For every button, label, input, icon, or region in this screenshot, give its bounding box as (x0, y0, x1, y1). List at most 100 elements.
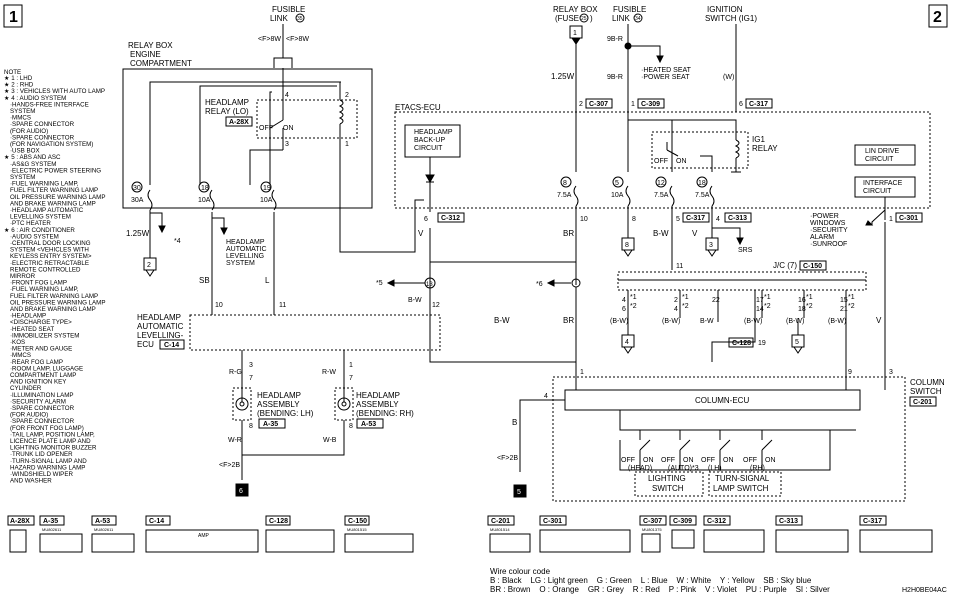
relay-lo-pin4: 4 (285, 92, 289, 99)
note-line: ·ROOM LAMP, LUGGAGE (10, 365, 83, 372)
pin-5-c317: 5 (676, 216, 680, 223)
note-line: OIL PRESSURE WARNING LAMP (10, 194, 105, 201)
lin-2: CIRCUIT (865, 156, 894, 163)
relay-box-fuse-1: RELAY BOX (553, 5, 598, 14)
lh-connector: A-35 (263, 421, 278, 428)
tag-c201: MU801514 (490, 527, 510, 532)
arrow-hal-system (220, 227, 228, 236)
relay-box-label-2: ENGINE (130, 50, 161, 59)
page-number-box-right (928, 4, 948, 28)
conn-c307: C-307 (589, 101, 608, 108)
jc-pin-s2: *2 (630, 303, 637, 310)
note-line: <DISCHARGE TYPE> (10, 319, 72, 326)
switch-contact (639, 439, 651, 451)
jc-pin-a: 4 (622, 297, 626, 304)
column-switch-outline (552, 376, 906, 502)
jc-pin-w: (B-W) (744, 318, 762, 325)
rh-assy-outline (334, 387, 354, 421)
fusible-link-number: 35 (297, 16, 303, 22)
ground-box-6-num: 6 (239, 488, 243, 495)
lh-wire-2: W-R (228, 437, 242, 444)
jc-pin-19: 19 (758, 340, 766, 347)
note-line: AND IGNITION KEY (10, 379, 66, 386)
note-line: ·PTC HEATER (10, 220, 51, 227)
ignition-2: SWITCH (IG1) (705, 14, 757, 23)
lh-pin-3: 3 (249, 362, 253, 369)
fusible-link2-2: LINK (612, 14, 630, 23)
lh-label-3: (BENDING: LH) (257, 409, 314, 418)
hal-note-4: SYSTEM (226, 260, 255, 267)
conn-a28x: A-28X (10, 518, 30, 525)
fuse-19-num: 19 (263, 185, 271, 192)
note-line: ·HANDS-FREE INTERFACE (10, 101, 89, 108)
relay-lo-coil (338, 99, 344, 125)
fuse-30-circle (131, 181, 143, 193)
lh-label-1: HEADLAMP (257, 391, 301, 400)
jc-pin-s2: *2 (848, 303, 855, 310)
relay-lo-connector: A-28X (229, 119, 249, 126)
ignition-1: IGNITION (707, 5, 743, 14)
wire-br2: BR (563, 316, 574, 325)
note-line: ·SPARE CONNECTOR (10, 121, 75, 128)
note-line: (FOR NAVIGATION SYSTEM) (10, 141, 93, 148)
wire-9br-b: 9B-R (607, 74, 623, 81)
fl-wire-1: <F>8W (258, 36, 281, 43)
wire-v-3: V (876, 316, 882, 325)
power-5: ·SUNROOF (810, 241, 847, 248)
conn-a53: A-53 (95, 518, 110, 525)
tag-a53: MU802611 (94, 527, 114, 532)
ground-box-2-num: 2 (147, 262, 151, 269)
power-1: ·POWER (810, 213, 839, 220)
note-list: NOTE ★ 1 : LHD★ 2 : RHD★ 3 : VEHICLES WI… (4, 69, 105, 485)
note-line: ·ILLUMINATION LAMP (10, 392, 74, 399)
note-line: ·WINDSHIELD WIPER (10, 471, 73, 478)
conn-c14: C-14 (149, 518, 164, 525)
wire-sb: SB (199, 276, 210, 285)
jc-pin-b: 21 (840, 306, 848, 313)
switch-contact (761, 439, 773, 451)
ground-box-5-num: 5 (517, 489, 521, 496)
lh-pin-7: 7 (249, 375, 253, 382)
conn-c307-b: C-307 (643, 518, 662, 525)
star6-label: *6 (536, 281, 543, 288)
interface-2: CIRCUIT (863, 188, 892, 195)
note-line: ·KOS (10, 339, 25, 346)
col-pin-4: 4 (544, 393, 548, 400)
legend-row-2: BR : Brown O : Orange GR : Grey R : Red … (490, 585, 830, 594)
ig1-2: RELAY (752, 144, 778, 153)
note-line: SYSTEM (10, 108, 35, 115)
note-line: ·HEATED SEAT (10, 326, 54, 333)
rh-connector-box (356, 418, 384, 429)
ecu-label-3: LEVELLING- (137, 331, 184, 340)
rfuse-18-num: 18 (698, 180, 706, 187)
ig1-1: IG1 (752, 135, 765, 144)
note-line: ·SECURITY ALARM (10, 398, 66, 405)
tag-c150: MU801515 (347, 527, 367, 532)
jc-pin-b: 14 (756, 306, 764, 313)
conn-c128: C-128 (732, 340, 751, 347)
srs-label: SRS (738, 247, 753, 254)
etacs-outline (394, 111, 931, 209)
note-line: AND BRAKE WARNING LAMP (10, 200, 96, 207)
hal-note-2: AUTOMATIC (226, 246, 267, 253)
ecu-pin-12: 12 (432, 302, 440, 309)
ig1-on: ON (676, 158, 687, 165)
ecu-label-1: HEADLAMP (137, 313, 181, 322)
rfuse-8-num: 8 (563, 180, 567, 187)
conn-c301-b: C-301 (543, 518, 562, 525)
relay-box-fuse-2: (FUSE (555, 14, 579, 23)
rh-wire-2: W-B (323, 437, 337, 444)
relay-lo-pin3: 3 (285, 141, 289, 148)
star4-label: *4 (174, 238, 181, 245)
ground-box-5 (513, 484, 527, 498)
jc-pin-s1: *1 (806, 294, 813, 301)
conn-c317: C-317 (749, 101, 768, 108)
note-line: KEYLESS ENTRY SYSTEM> (10, 253, 92, 260)
pin-1-c301: 1 (889, 216, 893, 223)
conn-c309-b: C-309 (673, 518, 692, 525)
heated-seat-2: ·POWER SEAT (641, 74, 690, 81)
turnsig-1: TURN-SIGNAL (715, 474, 770, 483)
note-line: ·TURN-SIGNAL LAMP AND (10, 458, 87, 465)
jc-pin-a: 15 (840, 297, 848, 304)
